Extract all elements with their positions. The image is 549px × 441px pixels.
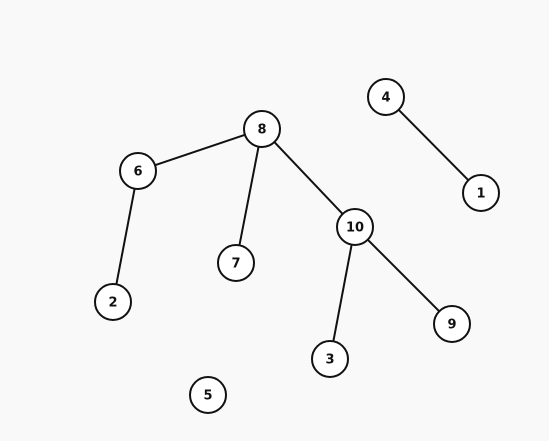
edge-n8-n6: [154, 133, 246, 167]
nodes-layer: 1 2 3 4 5 6 7 8 9 10: [94, 78, 500, 414]
node-circle[interactable]: [94, 283, 132, 321]
node-circle[interactable]: [119, 152, 157, 190]
edge-n10-n3: [332, 244, 353, 342]
node-label: 7: [231, 257, 240, 272]
edge-n10-n9: [367, 239, 440, 312]
edges-layer: [115, 109, 470, 342]
node-label: 4: [381, 91, 390, 106]
edge-n6-n2: [115, 188, 136, 285]
node-label: 2: [108, 296, 117, 311]
node-circle[interactable]: [336, 208, 374, 246]
node-circle[interactable]: [433, 305, 471, 343]
node-n9[interactable]: 9: [433, 305, 471, 343]
node-circle[interactable]: [462, 174, 500, 212]
node-n7[interactable]: 7: [217, 244, 255, 282]
node-circle[interactable]: [311, 340, 349, 378]
node-n6[interactable]: 6: [119, 152, 157, 190]
node-label: 5: [203, 389, 212, 404]
node-circle[interactable]: [189, 376, 227, 414]
edge-n8-n7: [238, 146, 260, 246]
node-label: 9: [447, 318, 456, 333]
node-n1[interactable]: 1: [462, 174, 500, 212]
node-n5[interactable]: 5: [189, 376, 227, 414]
node-n2[interactable]: 2: [94, 283, 132, 321]
node-label: 3: [325, 353, 334, 368]
edge-n8-n10: [273, 141, 344, 215]
edge-n4-n1: [397, 109, 470, 181]
node-n8[interactable]: 8: [243, 110, 281, 148]
node-n3[interactable]: 3: [311, 340, 349, 378]
node-label: 6: [133, 165, 142, 180]
node-circle[interactable]: [367, 78, 405, 116]
node-n10[interactable]: 10: [336, 208, 374, 246]
node-label: 1: [476, 187, 485, 202]
node-circle[interactable]: [243, 110, 281, 148]
node-label: 10: [346, 221, 364, 236]
node-circle[interactable]: [217, 244, 255, 282]
node-n4[interactable]: 4: [367, 78, 405, 116]
node-label: 8: [257, 123, 266, 138]
